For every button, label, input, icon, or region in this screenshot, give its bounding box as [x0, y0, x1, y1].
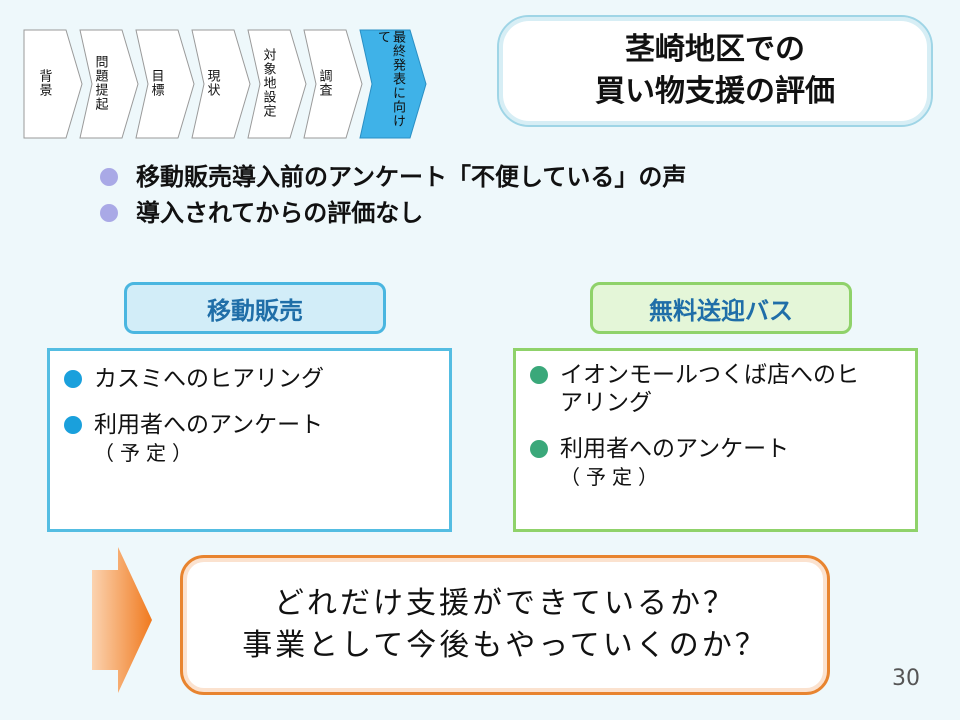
chevron-shape	[359, 29, 427, 139]
conclusion-box: どれだけ支援ができているか？ 事業として今後もやっていくのか？	[180, 555, 830, 695]
mobile-item-hearing: カスミへのヒアリング	[64, 365, 434, 393]
top-bullet-list: 移動販売導入前のアンケート「不便している」の声 導入されてからの評価なし	[100, 162, 820, 234]
page-number: 30	[892, 666, 920, 691]
chevron-shape	[247, 29, 307, 139]
bus-item-survey-planned: （予定）	[560, 465, 664, 489]
step-survey[interactable]: 調査	[316, 68, 332, 97]
conclusion-line2: 事業として今後もやっていくのか？	[242, 628, 768, 663]
title-line1: 茎崎地区での	[625, 32, 805, 67]
step-final[interactable]: 最終発表に向けて	[375, 30, 405, 128]
progress-steps: 背景 問題提起 目標 現状 対象地設定 調査 最終発表に向けて	[0, 0, 960, 150]
mobile-item-survey-planned: （予定）	[94, 441, 198, 465]
step-goal[interactable]: 目標	[148, 68, 164, 97]
step-background[interactable]: 背景	[36, 68, 52, 97]
bullet-pre-survey: 移動販売導入前のアンケート「不便している」の声	[100, 162, 820, 192]
step-current[interactable]: 現状	[204, 68, 220, 97]
right-arrow-icon	[92, 547, 152, 693]
step-target-area[interactable]: 対象地設定	[260, 47, 276, 118]
mobile-sales-panel: カスミへのヒアリング 利用者へのアンケート（予定）	[47, 348, 452, 532]
mobile-sales-list: カスミへのヒアリング 利用者へのアンケート（予定）	[64, 365, 434, 485]
bus-item-hearing: イオンモールつくば店へのヒアリング	[530, 361, 870, 417]
mobile-item-survey: 利用者へのアンケート（予定）	[64, 411, 434, 467]
chevron-shape	[23, 29, 83, 139]
free-bus-list: イオンモールつくば店へのヒアリング 利用者へのアンケート（予定）	[530, 361, 870, 509]
conclusion-line1: どれだけ支援ができているか？	[274, 586, 736, 621]
bus-item-survey: 利用者へのアンケート（予定）	[530, 435, 870, 491]
free-bus-panel: イオンモールつくば店へのヒアリング 利用者へのアンケート（予定）	[513, 348, 918, 532]
free-bus-header: 無料送迎バス	[590, 282, 852, 334]
slide-title: 茎崎地区での 買い物支援の評価	[497, 15, 933, 127]
chevron-shape	[303, 29, 363, 139]
chevron-shape	[79, 29, 139, 139]
bullet-no-evaluation: 導入されてからの評価なし	[100, 198, 820, 228]
mobile-sales-header: 移動販売	[124, 282, 386, 334]
step-problem[interactable]: 問題提起	[92, 54, 108, 111]
chevron-shape	[135, 29, 195, 139]
progress-chevrons	[23, 29, 427, 139]
chevron-shape	[191, 29, 251, 139]
title-line2: 買い物支援の評価	[595, 74, 835, 109]
